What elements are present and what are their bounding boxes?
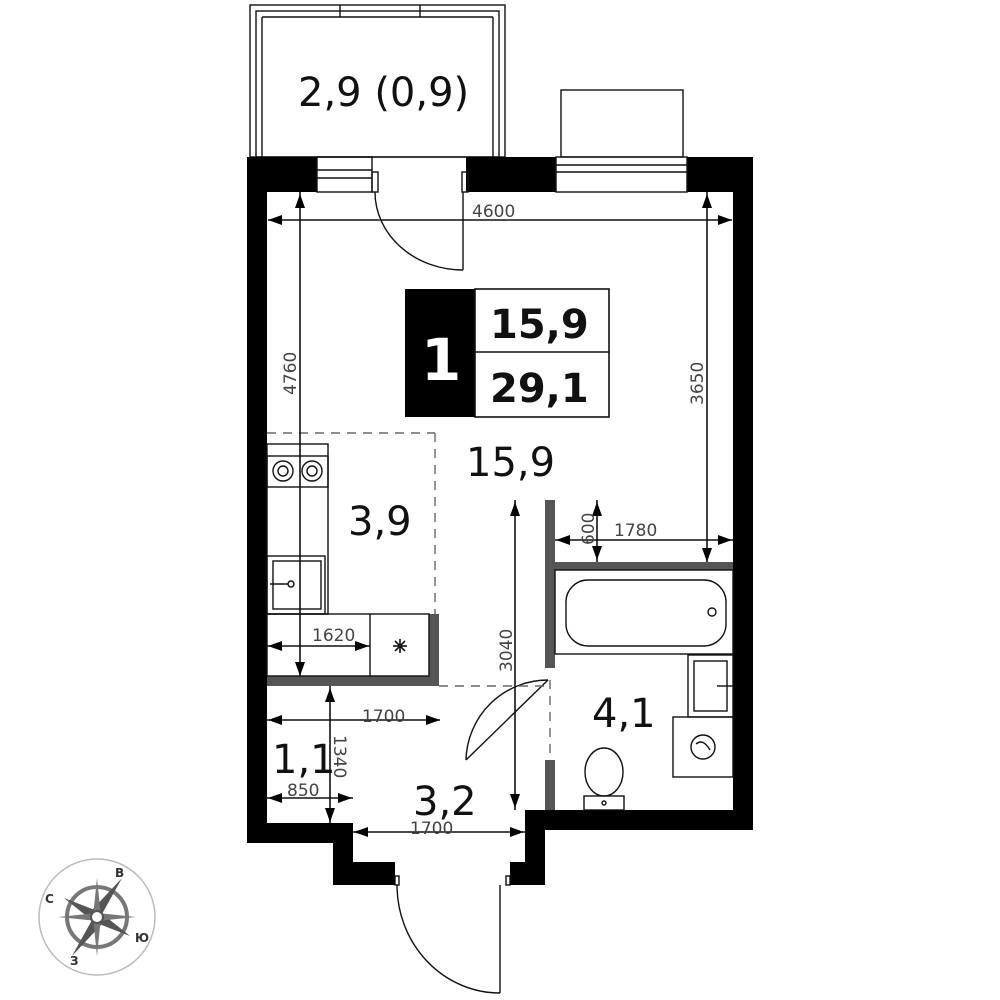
dim-hall-height: 3040: [497, 629, 517, 672]
windows: [316, 89, 688, 193]
total-area: 29,1: [490, 366, 589, 412]
rooms-count: 1: [421, 326, 461, 394]
hall-area: 3,2: [413, 779, 477, 825]
dim-width-top: 4600: [472, 202, 515, 222]
sink-icon: [687, 654, 734, 718]
main-room-area: 15,9: [466, 440, 555, 486]
compass-icon: С В Ю З: [38, 858, 156, 976]
dim-kitchen-width: 1620: [312, 626, 355, 646]
bathroom-area: 4,1: [592, 691, 656, 737]
dim-height-right: 3650: [688, 362, 708, 405]
compass-north: С: [45, 892, 54, 906]
dim-height-left: 4760: [281, 352, 301, 395]
washing-machine-icon: [672, 716, 734, 778]
compass-west: З: [70, 954, 79, 968]
balcony: [249, 4, 506, 158]
bathroom-door: [465, 679, 551, 761]
living-area: 15,9: [490, 302, 589, 348]
area-badge: 1 15,9 29,1: [405, 288, 610, 418]
dim-bath-width: 1780: [614, 521, 657, 541]
compass-east: В: [115, 866, 124, 880]
compass-south: Ю: [135, 931, 149, 945]
balcony-door: [371, 171, 469, 271]
entrance-door: [394, 875, 511, 994]
dim-storage-height: 1340: [329, 735, 349, 778]
fridge-icon: [393, 639, 407, 653]
dimension-lines: [267, 192, 733, 837]
dim-entrance-width: 1700: [410, 819, 453, 839]
toilet-icon: [583, 747, 625, 811]
bathtub-icon: [554, 569, 734, 655]
dim-bath-gap: 600: [579, 513, 599, 545]
dim-storage-top-width: 1700: [362, 707, 405, 727]
dim-storage-width: 850: [287, 781, 319, 801]
kitchen-area: 3,9: [348, 499, 412, 545]
balcony-area: 2,9 (0,9): [298, 70, 469, 116]
walls: [247, 157, 753, 885]
kitchen-furniture: [266, 443, 430, 677]
kitchen-boundary: [267, 432, 545, 687]
storage-area: 1,1: [272, 737, 336, 783]
